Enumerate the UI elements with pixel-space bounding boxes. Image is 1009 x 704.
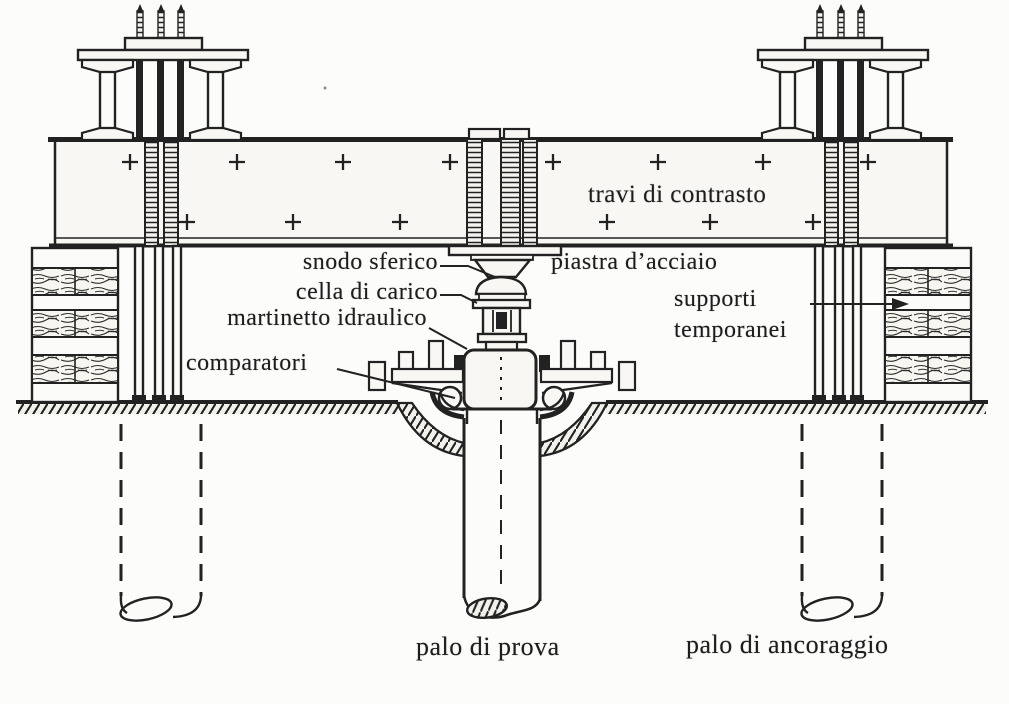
temporary-support-left xyxy=(30,246,120,404)
beam-bolt-marks xyxy=(122,154,876,230)
pit-left xyxy=(395,401,466,458)
label-reaction-beam: travi di contrasto xyxy=(588,181,767,208)
dial-gauge-right xyxy=(541,385,567,411)
label-dial-gauges: comparatori xyxy=(186,350,308,376)
dial-gauge-rig-left xyxy=(367,339,465,420)
label-temporary-supports: supporti temporanei xyxy=(674,284,787,346)
arrowhead-temporary-supports xyxy=(892,298,909,310)
leader-hydraulic-jack xyxy=(428,327,468,350)
label-anchor-pile: palo di ancoraggio xyxy=(686,630,889,659)
label-test-pile: palo di prova xyxy=(416,632,560,661)
label-temporary-supports-line1: supporti xyxy=(674,286,757,312)
leader-lines xyxy=(336,265,892,399)
dial-gauge-left xyxy=(437,385,463,411)
load-cell xyxy=(471,298,532,344)
label-steel-plate: piastra d’acciaio xyxy=(551,249,718,275)
hydraulic-jack xyxy=(452,340,552,424)
label-load-cell: cella di carico xyxy=(295,279,438,305)
leader-spherical-joint xyxy=(440,265,496,278)
temporary-support-right xyxy=(883,246,973,404)
spherical-joint xyxy=(472,258,533,301)
pit-right xyxy=(538,401,609,458)
steel-plate xyxy=(447,244,563,261)
label-temporary-supports-line2: temporanei xyxy=(674,317,787,343)
anchor-pile-right-shaft xyxy=(797,422,884,627)
scan-speck xyxy=(323,86,327,90)
dial-gauge-rig-right xyxy=(539,339,637,420)
load-apparatus xyxy=(367,244,637,424)
label-spherical-joint: snodo sferico xyxy=(302,249,438,275)
test-pile-shaft xyxy=(462,418,542,620)
anchor-pile-left-shaft xyxy=(116,422,203,627)
leader-load-cell xyxy=(440,294,478,304)
label-hydraulic-jack: martinetto idraulico xyxy=(227,305,427,331)
leader-dial-gauges xyxy=(336,368,456,399)
centre-hanger-bars xyxy=(466,127,538,248)
